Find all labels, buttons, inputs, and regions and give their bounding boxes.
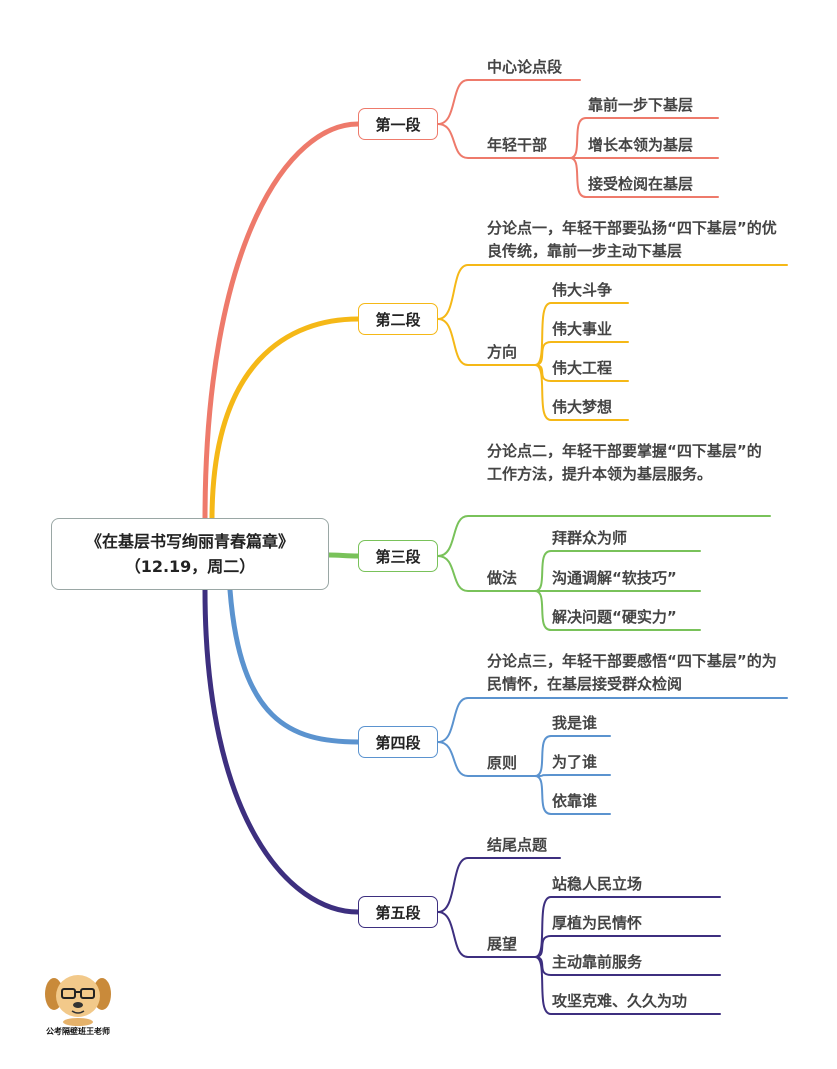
section-4-item-line-1	[534, 735, 611, 777]
section-3-group: 做法	[487, 569, 518, 587]
branch-section-3	[326, 552, 361, 559]
section-5-topic: 结尾点题	[487, 836, 548, 854]
section-3-topic: 分论点二，年轻干部要掌握“四下基层”的工作方法，提升本领为基层服务。	[487, 442, 762, 483]
section-2-topic-line	[437, 264, 788, 320]
section-2-item-line-4	[534, 364, 629, 421]
section-2-item-line-1	[534, 302, 629, 366]
section-4-item-1: 我是谁	[552, 714, 598, 732]
section-4-topic: 分论点三，年轻干部要感悟“四下基层”的为民情怀，在基层接受群众检阅	[487, 652, 777, 693]
section-3-item-line-3	[534, 590, 701, 631]
section-3-topic-line	[437, 515, 771, 557]
section-3-item-3: 解决问题“硬实力”	[552, 608, 677, 626]
root-title: 《在基层书写绚丽青春篇章》	[85, 532, 294, 551]
section-4-item-2: 为了谁	[552, 753, 598, 771]
section-4-item-3: 依靠谁	[552, 792, 598, 810]
section-5-item-line-1	[534, 896, 721, 958]
section-2-item-4: 伟大梦想	[552, 398, 613, 416]
section-2-item-2: 伟大事业	[552, 320, 613, 338]
section-1-item-3: 接受检阅在基层	[588, 175, 694, 193]
section-5-item-2: 厚植为民情怀	[552, 914, 643, 932]
section-4-topic-line	[437, 697, 788, 743]
section-5-item-1: 站稳人民立场	[552, 875, 643, 893]
section-1-node[interactable]: 第一段	[358, 108, 438, 140]
section-3-item-1: 拜群众为师	[552, 529, 628, 547]
section-2-item-3: 伟大工程	[552, 359, 613, 377]
section-5-group: 展望	[487, 935, 518, 953]
section-4-item-line-2	[534, 774, 611, 777]
section-3-item-line-1	[534, 550, 701, 592]
section-3-group-line	[437, 555, 536, 592]
section-2-item-line-2	[534, 341, 629, 366]
section-1-topic-line	[437, 79, 581, 125]
section-1-item-line-1	[569, 117, 719, 159]
section-3-node[interactable]: 第三段	[358, 540, 438, 572]
section-5-group-line	[437, 911, 536, 958]
section-2-node[interactable]: 第二段	[358, 303, 438, 335]
section-2-group-line	[437, 318, 536, 366]
section-2-group: 方向	[487, 343, 518, 361]
logo-caption: 公考隔壁班王老师	[46, 1027, 110, 1036]
section-4-group-line	[437, 741, 536, 777]
root-node[interactable]: 《在基层书写绚丽青春篇章》 （12.19，周二）	[51, 518, 329, 590]
section-1-topic: 中心论点段	[487, 58, 563, 76]
section-5-topic-line	[437, 857, 561, 913]
section-1-group-line	[437, 123, 571, 159]
branch-section-1	[202, 121, 361, 523]
section-5-item-3: 主动靠前服务	[552, 953, 643, 971]
section-4-item-line-3	[534, 775, 611, 815]
section-4-group: 原则	[487, 754, 518, 772]
section-3-item-2: 沟通调解“软技巧”	[552, 569, 677, 587]
dog-mascot-logo	[45, 975, 111, 1026]
branch-section-5	[202, 587, 361, 915]
section-5-node[interactable]: 第五段	[358, 896, 438, 928]
section-4-node[interactable]: 第四段	[358, 726, 438, 758]
section-5-item-4: 攻坚克难、久久为功	[552, 992, 688, 1010]
section-2-item-1: 伟大斗争	[552, 281, 613, 299]
section-1-item-1: 靠前一步下基层	[588, 96, 694, 114]
section-1-group: 年轻干部	[487, 136, 548, 154]
section-2-topic: 分论点一，年轻干部要弘扬“四下基层”的优良传统，靠前一步主动下基层	[487, 219, 777, 260]
section-5-item-line-4	[534, 956, 721, 1015]
branch-section-2	[209, 316, 361, 523]
root-subtitle: （12.19，周二）	[124, 557, 256, 576]
section-5-item-line-2	[534, 935, 721, 958]
branch-section-4	[227, 587, 361, 745]
section-1-item-2: 增长本领为基层	[588, 136, 694, 154]
section-1-item-line-3	[569, 157, 719, 198]
